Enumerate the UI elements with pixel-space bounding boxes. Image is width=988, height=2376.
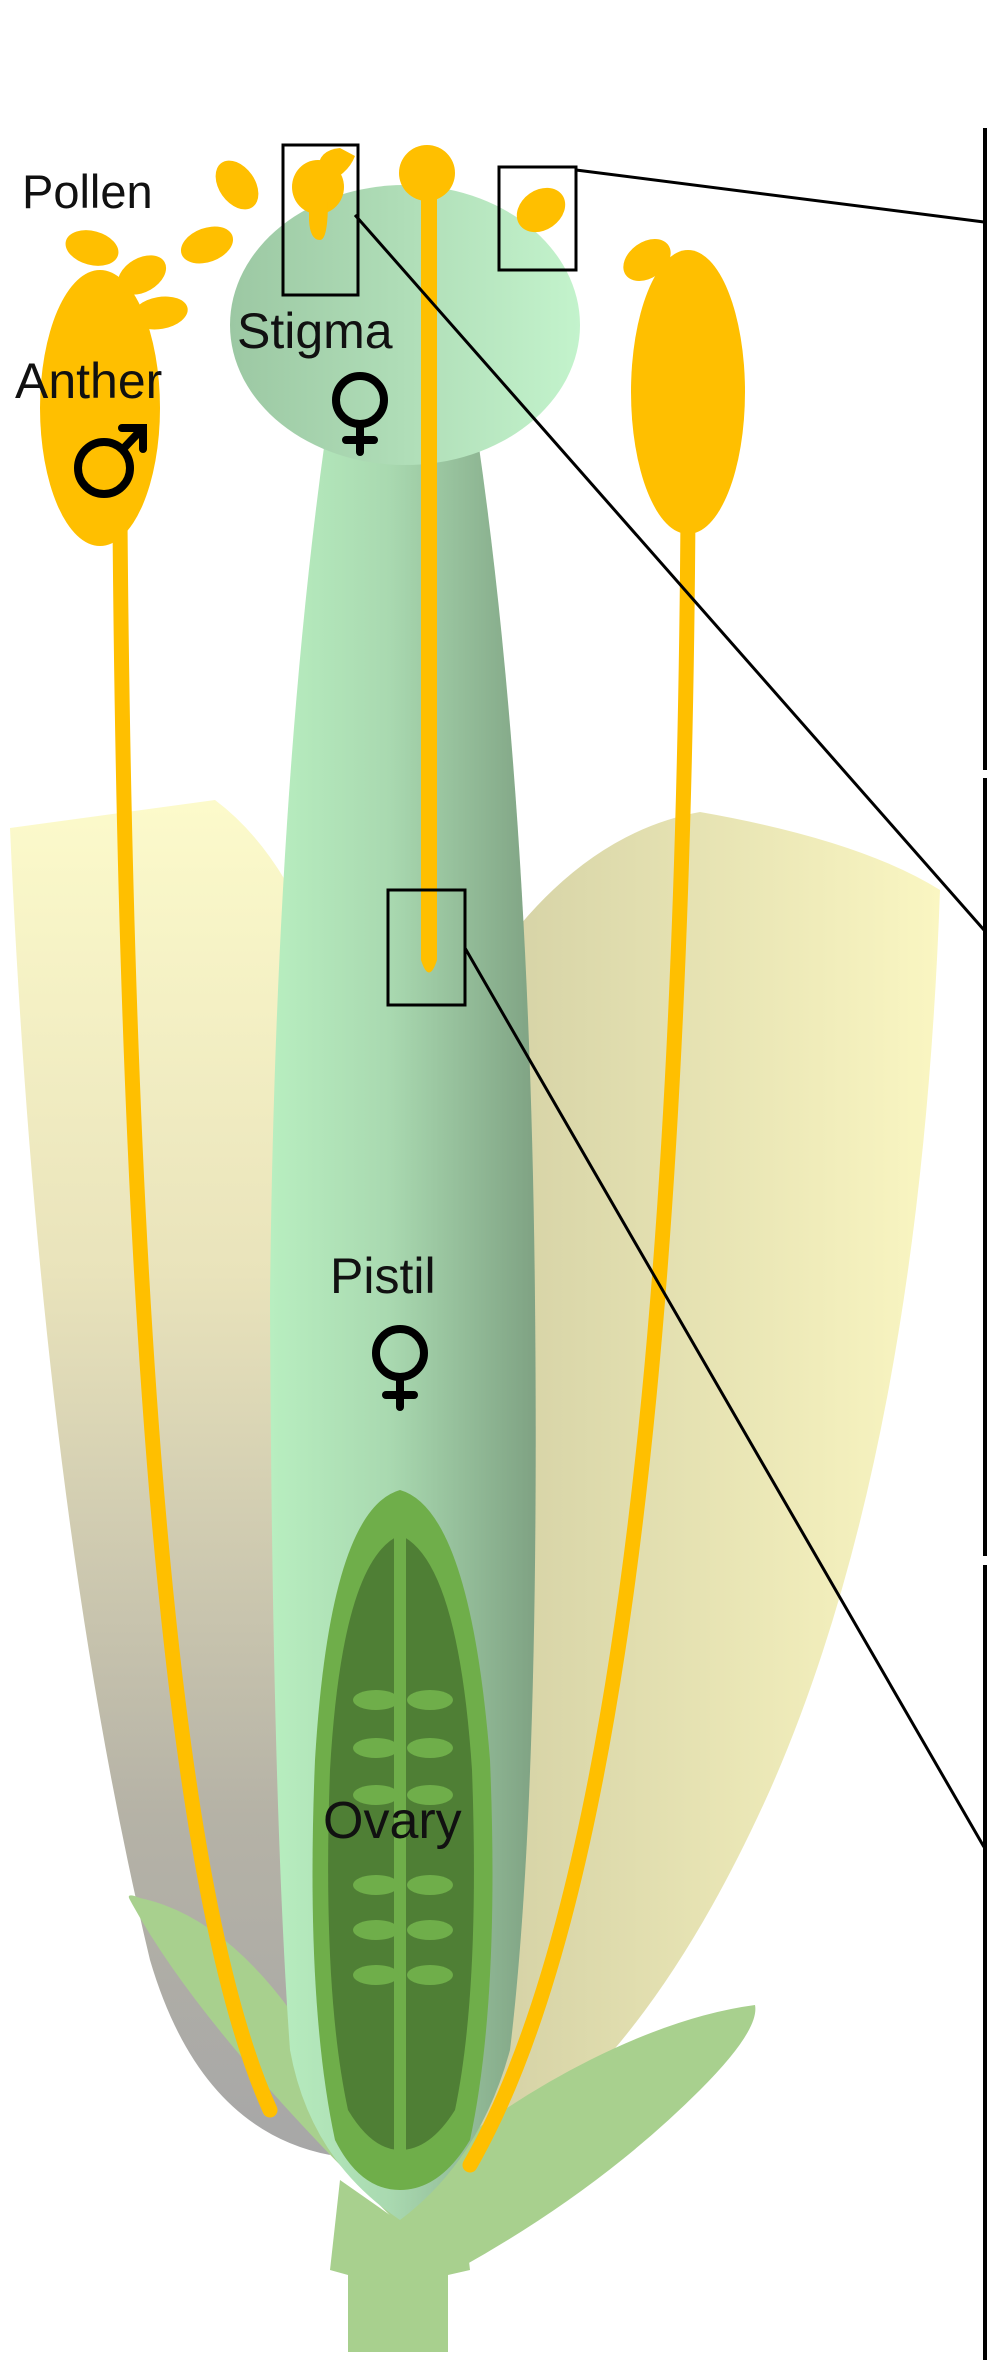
pollen-tube — [421, 170, 437, 973]
ovule — [407, 1965, 453, 1985]
ovule — [353, 1785, 399, 1805]
ovule — [407, 1875, 453, 1895]
ovule — [353, 1920, 399, 1940]
ovules — [353, 1690, 453, 1985]
left-filament — [112, 512, 278, 2118]
label-stigma: Stigma — [237, 303, 393, 359]
ovule — [407, 1920, 453, 1940]
stigma — [230, 185, 580, 465]
label-anther: Anther — [15, 353, 162, 409]
germinating-pollen-tube — [309, 200, 328, 240]
ovule — [407, 1738, 453, 1758]
ovary-placenta — [394, 1535, 406, 2150]
right-petal — [470, 812, 940, 2170]
pollen-grain — [623, 239, 671, 281]
label-ovary: Ovary — [323, 1792, 462, 1850]
right-filament — [462, 502, 696, 2173]
ovule — [353, 1738, 399, 1758]
callout-box-pollen-grain — [497, 165, 578, 272]
right-anther — [631, 250, 745, 534]
pollen-grain — [516, 187, 566, 233]
ovule — [353, 1690, 399, 1710]
ovule — [407, 1690, 453, 1710]
leader-line — [575, 168, 985, 224]
ovule — [353, 1965, 399, 1985]
ovule — [353, 1875, 399, 1895]
leader-line — [463, 947, 986, 1848]
label-pistil: Pistil — [330, 1248, 436, 1304]
male-symbol-icon — [74, 424, 147, 498]
pollen-grain — [132, 296, 188, 330]
right-sepal — [395, 2005, 756, 2268]
leader-line — [353, 214, 986, 931]
sepal-center — [330, 2180, 470, 2275]
left-petal — [10, 800, 330, 2155]
pollen-grain — [117, 255, 167, 295]
pollen-grain — [399, 145, 455, 201]
pollen-grain — [215, 160, 259, 210]
pollen-grain — [180, 226, 234, 264]
pistil-female-symbol-icon — [372, 1325, 428, 1411]
pollen-grain — [65, 230, 119, 266]
stigma-female-symbol-icon — [332, 372, 388, 456]
label-pollen: Pollen — [22, 165, 153, 218]
ovule — [407, 1785, 453, 1805]
pollen-grains — [65, 145, 671, 330]
germinating-pollen-grain — [292, 160, 344, 214]
callout-box-pollen-tube — [386, 888, 467, 1007]
